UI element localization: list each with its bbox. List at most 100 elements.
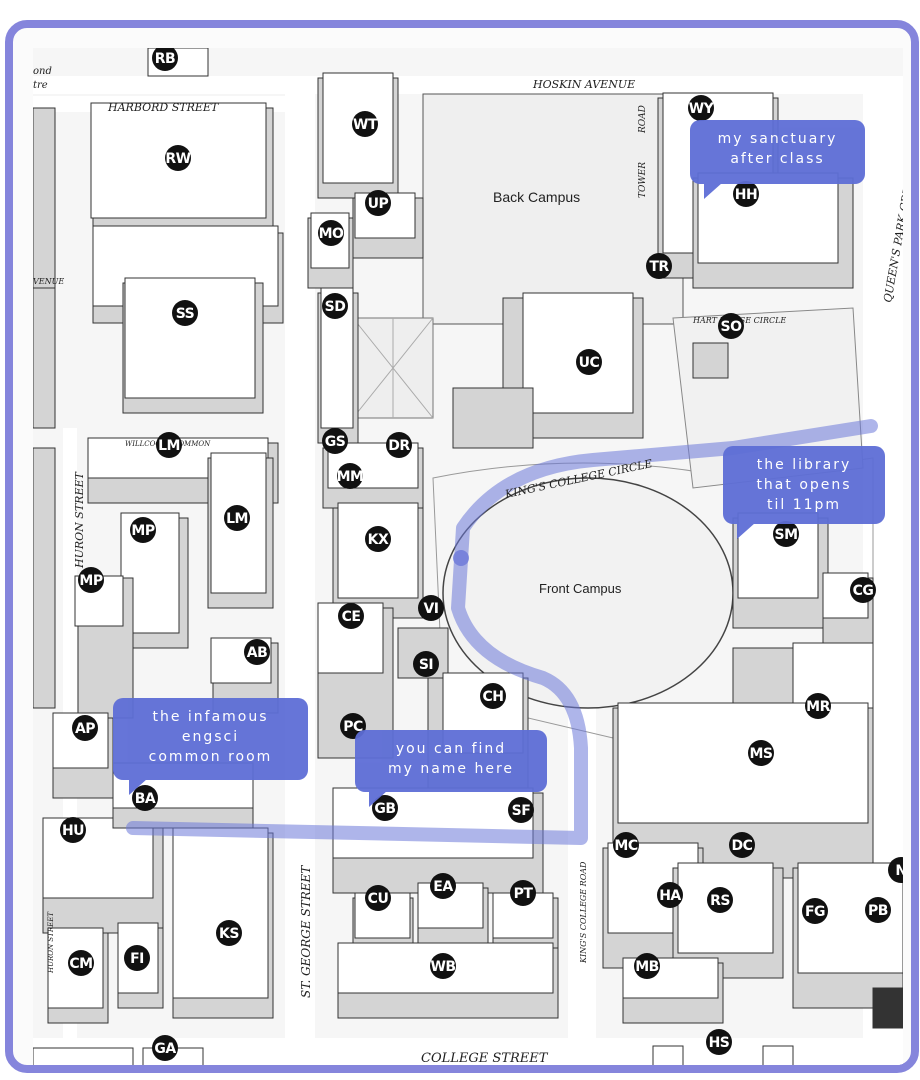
building-badge-ap[interactable]: AP <box>72 715 98 741</box>
building-badge-mp[interactable]: MP <box>130 517 156 543</box>
badge-circle <box>733 181 759 207</box>
street-st-george: ST. GEORGE STREET <box>299 865 313 998</box>
building-badge-gs[interactable]: GS <box>322 428 348 454</box>
callout-sanctuary: my sanctuary after class <box>690 120 865 199</box>
badge-label: CE <box>342 609 361 625</box>
badge-label: RW <box>165 151 190 167</box>
building-badge-ks[interactable]: KS <box>216 920 242 946</box>
building-badge-wy[interactable]: WY <box>688 95 715 121</box>
badge-label: FG <box>805 904 825 920</box>
building-badge-pb[interactable]: PB <box>865 897 891 923</box>
building-badge-lm[interactable]: LM <box>224 505 250 531</box>
building-badge-mb[interactable]: MB <box>634 953 660 979</box>
callout-common-room-line-3: common room <box>148 749 273 765</box>
badge-label: AB <box>247 645 268 661</box>
badge-label: LM <box>226 511 248 527</box>
building-badge-ga[interactable]: GA <box>152 1035 178 1061</box>
building-badge-lm[interactable]: LM <box>156 432 182 458</box>
quad-paths <box>352 317 434 419</box>
badge-circle <box>773 521 799 547</box>
badge-circle <box>634 953 660 979</box>
badge-label: HH <box>735 187 757 203</box>
building-badge-kx[interactable]: KX <box>365 526 391 552</box>
building-badge-sd[interactable]: SD <box>322 293 348 319</box>
badge-label: MO <box>319 226 344 242</box>
badge-circle <box>68 950 94 976</box>
badge-label: SI <box>419 657 433 673</box>
badge-circle <box>430 953 456 979</box>
callout-sanctuary-line-2: after class <box>730 151 825 167</box>
building-badge-dc[interactable]: DC <box>729 832 755 858</box>
badge-circle <box>172 300 198 326</box>
building-badge-rw[interactable]: RW <box>165 145 191 171</box>
building-badge-ce[interactable]: CE <box>338 603 364 629</box>
building-badge-hh[interactable]: HH <box>733 181 759 207</box>
building-badge-ss[interactable]: SS <box>172 300 198 326</box>
building-badge-sm[interactable]: SM <box>773 521 799 547</box>
badge-circle <box>510 880 536 906</box>
callout-common-room: the infamous engsci common room <box>113 698 308 795</box>
badge-circle <box>365 190 391 216</box>
badge-label: BA <box>135 791 156 807</box>
building-badge-cm[interactable]: CM <box>68 950 94 976</box>
badge-circle <box>322 428 348 454</box>
building-badge-wt[interactable]: WT <box>352 111 378 137</box>
building-badge-hs[interactable]: HS <box>706 1029 732 1055</box>
building-badge-cu[interactable]: CU <box>365 885 391 911</box>
building-badge-ea[interactable]: EA <box>430 873 456 899</box>
street-harbord: HARBORD STREET <box>107 101 220 114</box>
building-badge-rb[interactable]: RB <box>152 48 178 71</box>
badge-label: CU <box>368 891 389 907</box>
street-kings-college-road: KING'S COLLEGE ROAD <box>579 861 588 964</box>
building-badge-wb[interactable]: WB <box>430 953 456 979</box>
building-badge-ha[interactable]: HA <box>657 882 683 908</box>
building-badge-fi[interactable]: FI <box>124 945 150 971</box>
callout-name-line-2: my name here <box>387 761 515 777</box>
building-badge-n[interactable]: N <box>888 857 903 883</box>
badge-circle <box>480 683 506 709</box>
callout-library-line-1: the library <box>756 457 852 473</box>
building-badge-si[interactable]: SI <box>413 651 439 677</box>
badge-circle <box>508 797 534 823</box>
street-college: COLLEGE STREET <box>421 1051 549 1066</box>
map-canvas: HOSKIN AVENUE HARBORD STREET ond tre VEN… <box>33 48 903 1066</box>
street-tre: tre <box>33 80 48 91</box>
building-badge-mm[interactable]: MM <box>337 463 364 489</box>
campus-map[interactable]: HOSKIN AVENUE HARBORD STREET ond tre VEN… <box>33 48 903 1066</box>
badge-label: FI <box>130 951 144 967</box>
badge-label: EA <box>433 879 453 895</box>
building-badge-hu[interactable]: HU <box>60 817 86 843</box>
building-badge-rs[interactable]: RS <box>707 887 733 913</box>
badge-label: GS <box>325 434 346 450</box>
badge-circle <box>152 1035 178 1061</box>
badge-circle <box>613 832 639 858</box>
callout-name-line-1: you can find <box>395 741 507 757</box>
badge-label: SS <box>176 306 195 322</box>
badge-label: MR <box>806 699 830 715</box>
street-huron: HURON STREET <box>73 471 86 569</box>
building-badge-fg[interactable]: FG <box>802 898 828 924</box>
building-badge-cg[interactable]: CG <box>850 577 876 603</box>
building-badge-dr[interactable]: DR <box>386 432 412 458</box>
building-badge-sf[interactable]: SF <box>508 797 534 823</box>
building-badge-vi[interactable]: VI <box>418 595 444 621</box>
callout-sanctuary-line-1: my sanctuary <box>717 131 838 147</box>
badge-label: LM <box>158 438 180 454</box>
building-badge-ms[interactable]: MS <box>748 740 774 766</box>
building-badge-mc[interactable]: MC <box>613 832 639 858</box>
building-badge-mp[interactable]: MP <box>78 567 104 593</box>
badge-label: CH <box>483 689 504 705</box>
building-badge-uc[interactable]: UC <box>576 349 602 375</box>
building-badge-up[interactable]: UP <box>365 190 391 216</box>
badge-label: MC <box>614 838 637 854</box>
building-badge-ch[interactable]: CH <box>480 683 506 709</box>
building-badge-mo[interactable]: MO <box>318 220 345 246</box>
building-badge-so[interactable]: SO <box>718 313 744 339</box>
building-badge-tr[interactable]: TR <box>646 253 672 279</box>
area-front-campus: Front Campus <box>539 581 622 596</box>
building-badge-mr[interactable]: MR <box>805 693 831 719</box>
callout-common-room-line-2: engsci <box>181 729 240 745</box>
building-badge-pt[interactable]: PT <box>510 880 536 906</box>
building-badge-ab[interactable]: AB <box>244 639 270 665</box>
badge-label: MS <box>749 746 772 762</box>
